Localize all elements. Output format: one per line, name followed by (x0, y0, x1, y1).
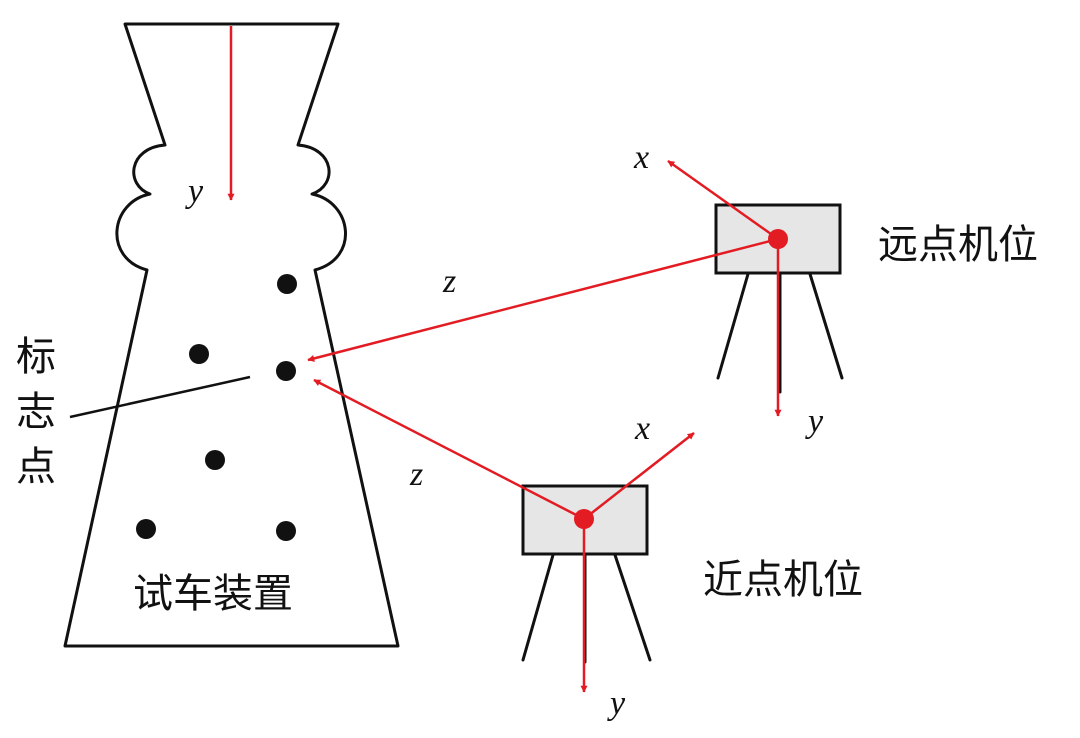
marker-dots (136, 274, 297, 541)
marker-dot (276, 361, 296, 381)
near-camera-x-axis (583, 432, 695, 520)
far-camera-leg-left (716, 272, 750, 380)
device-y-label: y (185, 173, 204, 210)
far-camera-origin (768, 229, 788, 249)
marker-dot (205, 450, 225, 470)
far-z-label: z (442, 263, 456, 300)
near-camera (313, 378, 695, 693)
marker-dot (136, 519, 156, 539)
near-x-label: x (634, 410, 650, 447)
far-camera-leg-right (808, 272, 844, 380)
marker-dot (189, 344, 209, 364)
far-camera-label: 远点机位 (878, 222, 1038, 268)
marker-label-char: 标 (16, 334, 56, 380)
marker-leader-line (69, 375, 251, 419)
test-device-outline (63, 22, 400, 648)
marker-dot (277, 274, 297, 294)
near-camera-origin (574, 509, 594, 529)
marker-label-char: 志 (16, 389, 56, 435)
near-camera-leg-right (613, 553, 652, 662)
far-camera (307, 159, 844, 417)
near-y-label: y (607, 685, 626, 722)
device-label: 试车装置 (133, 571, 293, 617)
far-x-label: x (633, 139, 649, 176)
far-y-label: y (805, 403, 824, 440)
near-z-label: z (409, 456, 423, 493)
marker-dot (276, 521, 296, 541)
far-camera-z-axis (307, 237, 779, 362)
marker-label-char: 点 (16, 444, 56, 490)
near-camera-z-axis (313, 378, 585, 521)
near-camera-leg-left (521, 553, 555, 662)
far-camera-x-axis (667, 159, 779, 241)
near-camera-label: 近点机位 (703, 557, 863, 603)
